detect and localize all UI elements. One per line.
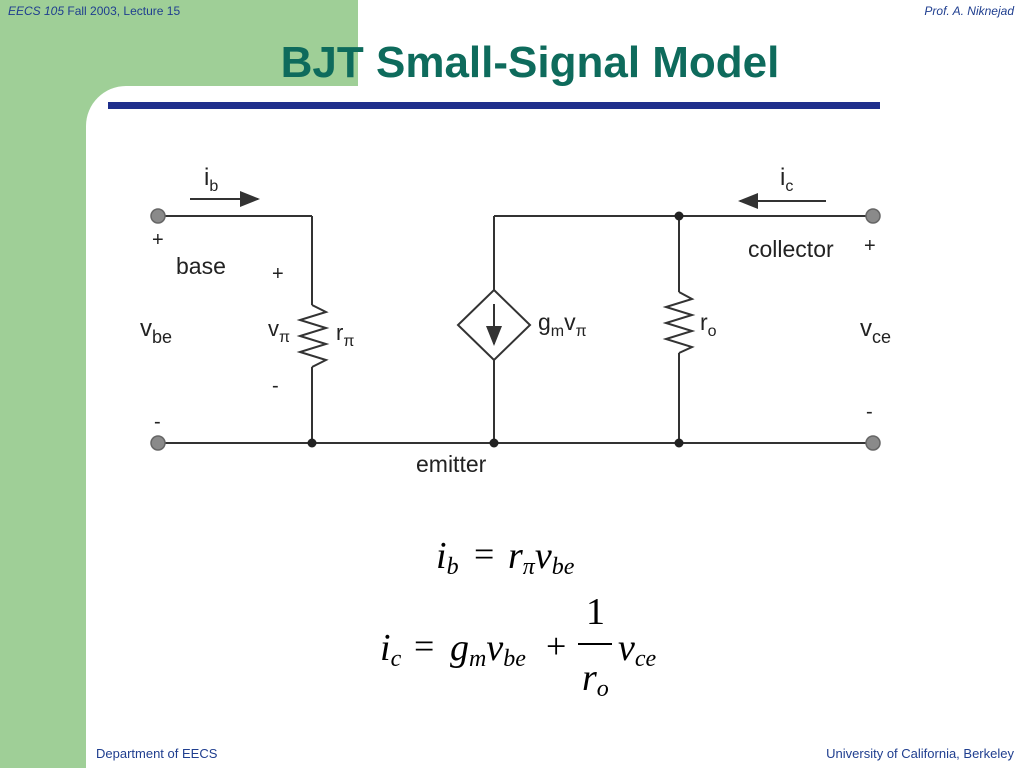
gm-vpi-label: gmvπ (538, 309, 587, 340)
vpi-minus-sign: - (272, 375, 279, 397)
collector-terminal (865, 208, 881, 224)
rpi-resistor (296, 304, 330, 368)
svg-text:gmvbe: gmvbe (450, 627, 526, 672)
footer-department: Department of EECS (96, 746, 218, 761)
svg-text:+: + (546, 626, 566, 666)
svg-text:ib: ib (436, 535, 459, 580)
emitter-label: emitter (416, 451, 487, 477)
svg-text:=: = (414, 626, 434, 666)
junction-dot (674, 211, 684, 221)
svg-text:vce: vce (618, 627, 657, 672)
collector-minus-sign: - (866, 401, 873, 423)
junction-dot (307, 438, 317, 448)
equation-ib: ib = rπvbe (436, 534, 575, 580)
footer-university: University of California, Berkeley (826, 746, 1014, 761)
vce-label: vce (860, 315, 891, 347)
rpi-label: rπ (336, 320, 354, 350)
ro-resistor (662, 291, 696, 354)
base-label: base (176, 253, 226, 279)
junction-dot (674, 438, 684, 448)
ic-label: ic (780, 164, 793, 195)
vbe-label: vbe (140, 315, 172, 347)
base-terminal (150, 208, 166, 224)
course-term: Fall 2003, Lecture 15 (64, 4, 181, 18)
base-minus-sign: - (154, 411, 161, 433)
ro-label: ro (700, 309, 717, 340)
author-header: Prof. A. Niknejad (924, 4, 1014, 18)
svg-text:1: 1 (586, 591, 605, 633)
svg-text:rπvbe: rπvbe (508, 535, 575, 580)
vpi-plus-sign: + (272, 263, 284, 285)
junction-dot (489, 438, 499, 448)
base-plus-sign: + (152, 229, 164, 251)
course-header: EECS 105 Fall 2003, Lecture 15 (8, 4, 180, 18)
equation-ic: ic = gmvbe + 1 ro vce (380, 591, 657, 702)
collector-emitter-terminal (865, 435, 881, 451)
base-emitter-terminal (150, 435, 166, 451)
course-code: EECS 105 (8, 4, 65, 18)
dependent-current-source (456, 288, 532, 362)
svg-text:=: = (474, 534, 494, 574)
ib-label: ib (204, 164, 218, 195)
vpi-label: vπ (268, 316, 290, 346)
svg-text:ic: ic (380, 627, 402, 672)
collector-label: collector (748, 236, 834, 262)
slide-title: BJT Small-Signal Model (280, 38, 780, 87)
collector-plus-sign: + (864, 235, 876, 257)
svg-text:ro: ro (582, 657, 609, 702)
title-underline (108, 102, 880, 109)
